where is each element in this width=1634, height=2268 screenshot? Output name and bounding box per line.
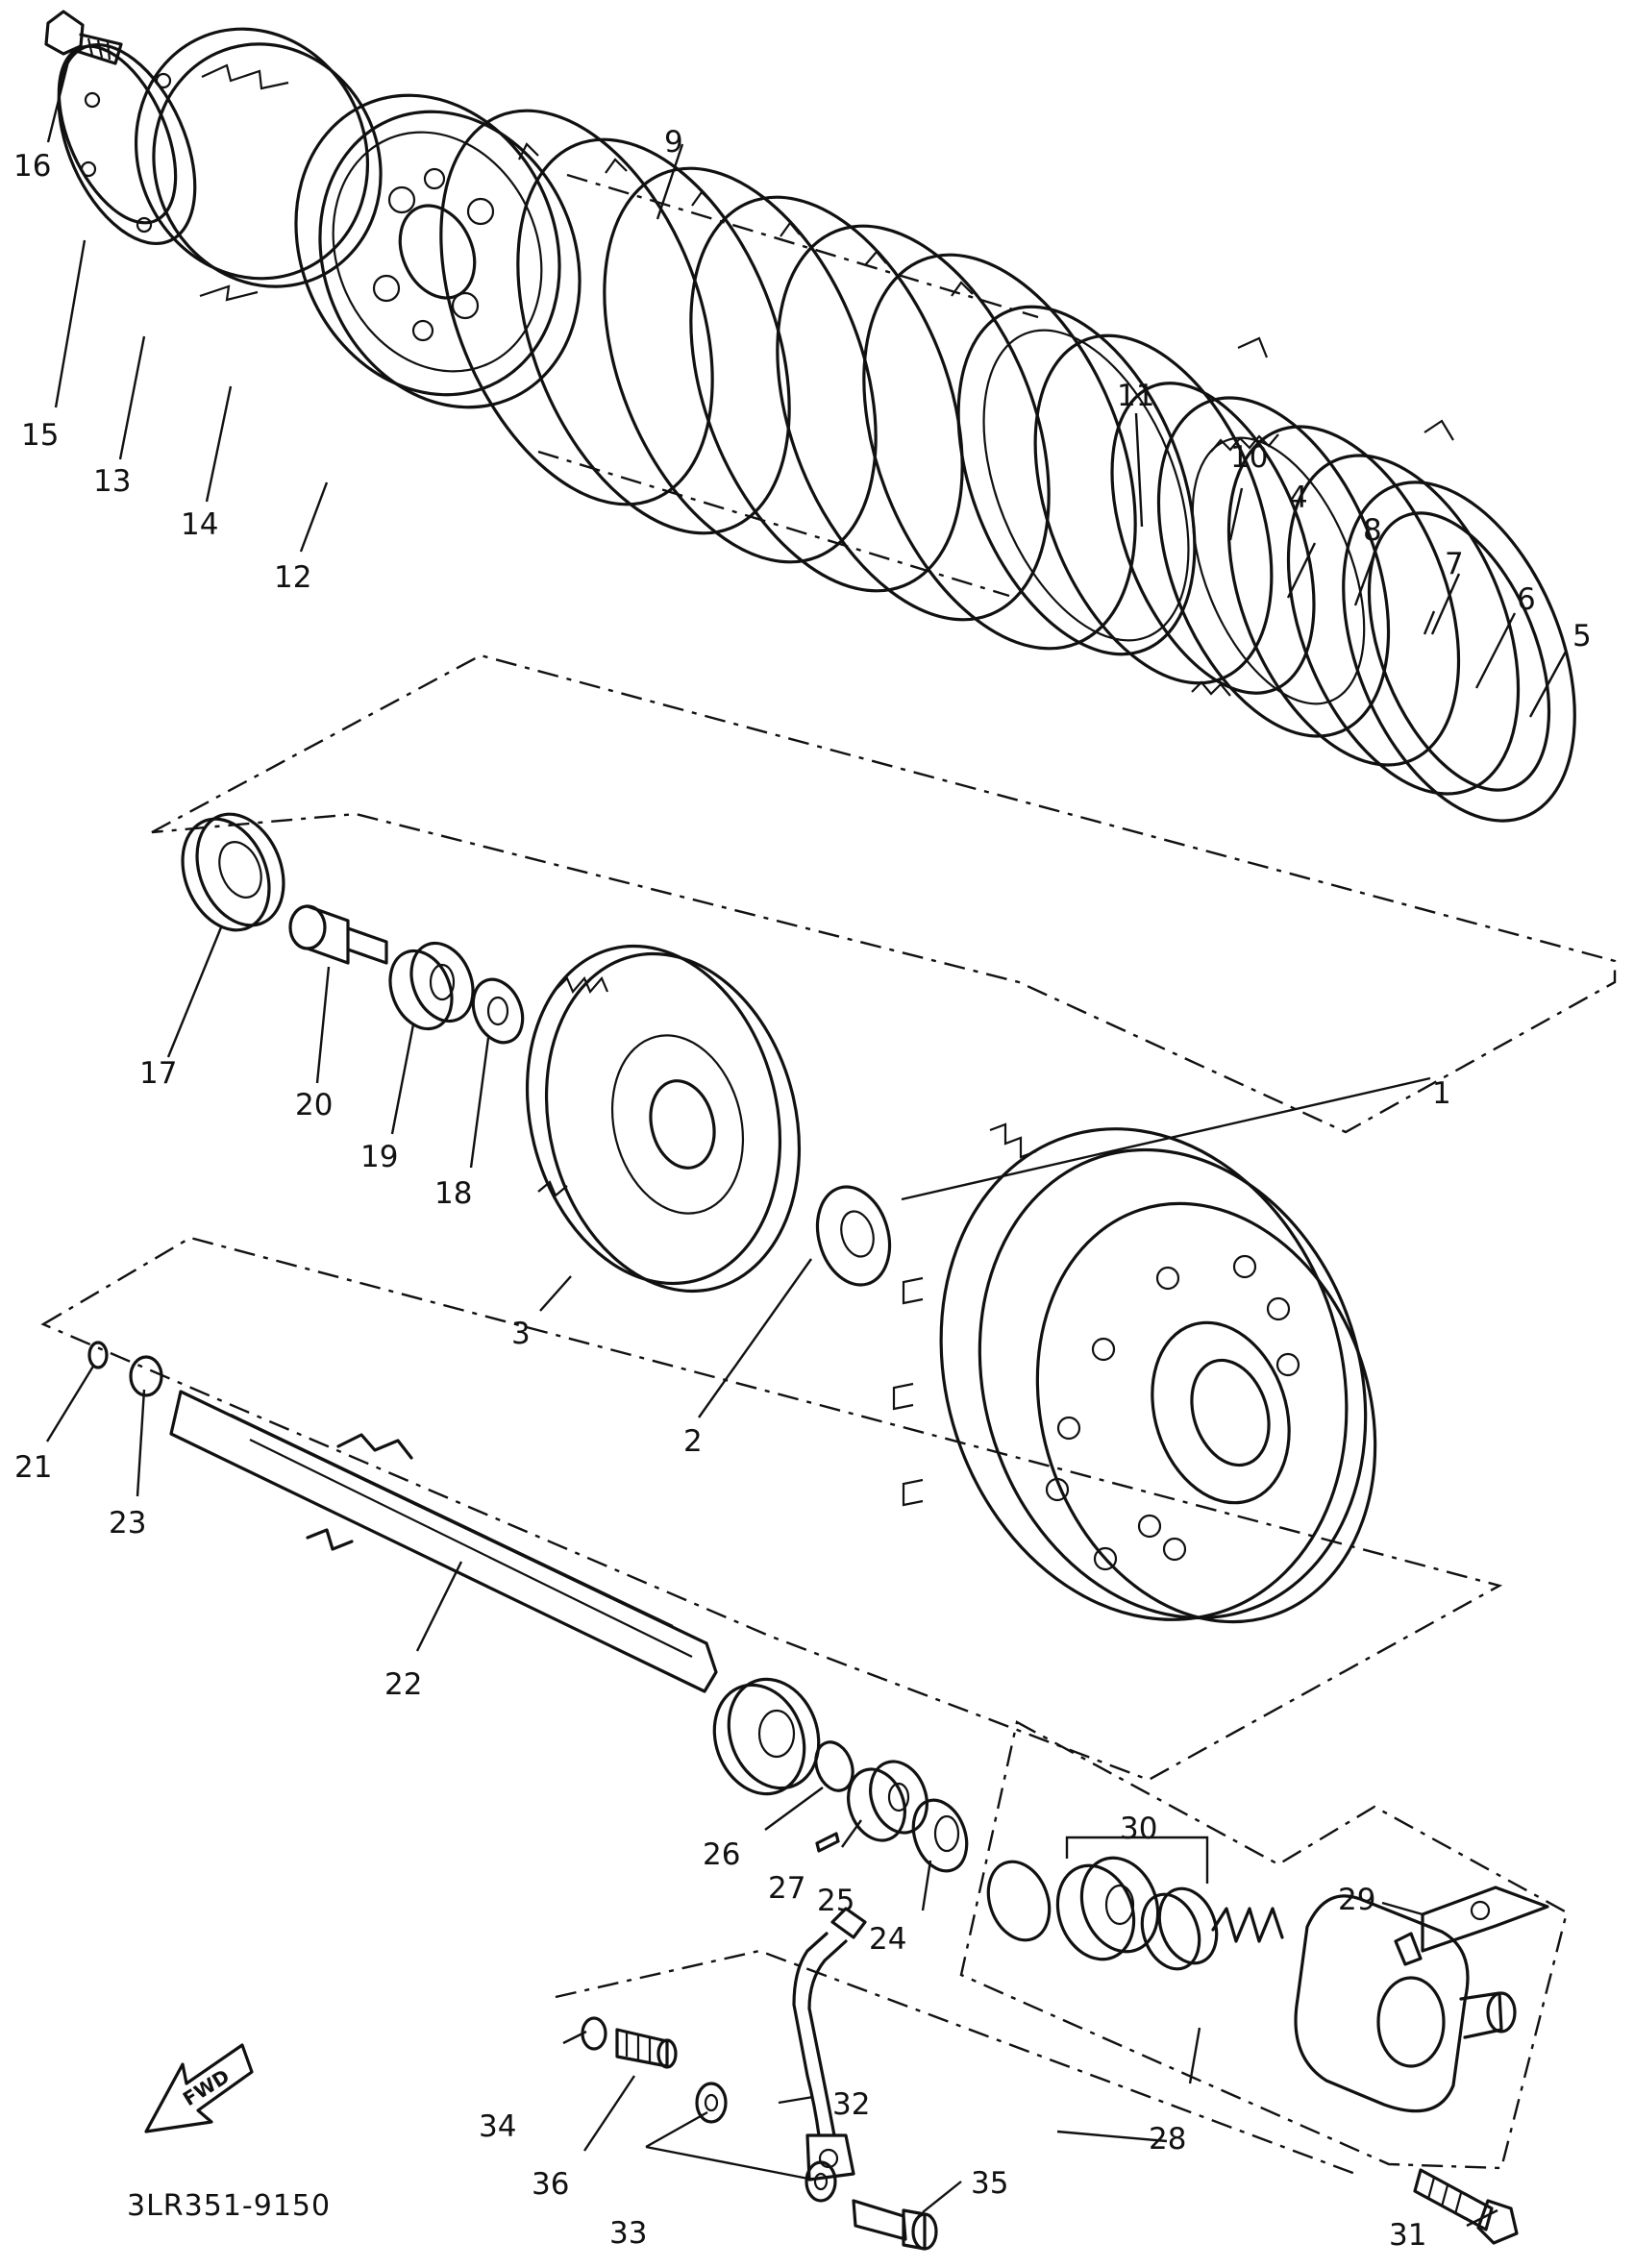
label-part-26: 26 — [703, 1837, 740, 1872]
clutch-housing-1-shape — [892, 1122, 1377, 1624]
label-part-34: 34 — [479, 2109, 516, 2144]
o-ring-34-shape — [581, 2016, 607, 2051]
outline-hose-fitting-group — [555, 1949, 1356, 2176]
washer-33-shape — [695, 2082, 837, 2203]
leader-lines — [45, 57, 1568, 2228]
label-part-20: 20 — [295, 1088, 333, 1122]
plate-stack-9-shape — [439, 109, 1137, 651]
label-part-28: 28 — [1149, 2122, 1186, 2157]
label-part-35: 35 — [971, 2166, 1008, 2201]
nut-19-shape — [388, 941, 475, 1031]
outline-release-cylinder-group — [959, 1720, 1569, 2170]
label-part-27: 27 — [768, 1871, 805, 1906]
release-cylinder-28-shape — [1294, 1894, 1517, 2113]
label-part-25: 25 — [817, 1884, 854, 1918]
diagram-code: 3LR351-9150 — [127, 2189, 331, 2223]
label-part-17: 17 — [139, 1056, 177, 1091]
label-part-19: 19 — [360, 1140, 398, 1174]
ring-4-shape — [1110, 382, 1316, 695]
label-part-2: 2 — [683, 1424, 703, 1459]
gear-3-shape — [525, 944, 802, 1294]
outline-clutch-plates-group — [151, 653, 1617, 1134]
label-part-36: 36 — [532, 2167, 569, 2202]
pressure-plate-13-15-shape — [57, 42, 197, 246]
seal-24-shape — [911, 1798, 969, 1873]
plate-6-shape — [1286, 454, 1521, 796]
label-part-5: 5 — [1572, 619, 1592, 653]
piston-25-shape — [847, 1760, 928, 1842]
label-part-22: 22 — [384, 1667, 422, 1702]
bearing-17-shape — [181, 812, 285, 932]
label-part-23: 23 — [109, 1506, 146, 1541]
shaft-22-shape — [169, 1390, 718, 1693]
push-rod-20-shape — [288, 904, 388, 965]
label-part-10: 10 — [1230, 440, 1268, 475]
piston-kit-30-shape — [986, 1836, 1284, 1971]
label-part-13: 13 — [93, 464, 131, 499]
plate-11-shape — [956, 305, 1197, 656]
o-ring-21-shape — [87, 1341, 109, 1369]
part-labels: 1 2 3 4 5 6 7 8 9 10 11 12 13 14 15 16 1… — [13, 125, 1592, 2253]
bolt-16-shape — [44, 10, 123, 65]
label-part-3: 3 — [511, 1317, 531, 1351]
outline-primary-drive-group — [40, 1236, 1503, 1782]
label-part-14: 14 — [181, 507, 218, 542]
label-part-31: 31 — [1389, 2218, 1426, 2253]
plate-10-shape — [1033, 333, 1274, 685]
label-part-29: 29 — [1338, 1883, 1375, 1917]
label-part-1: 1 — [1432, 1076, 1451, 1111]
label-part-33: 33 — [609, 2216, 647, 2251]
plate-7-shape — [1226, 419, 1461, 767]
lock-washer-18-shape — [471, 977, 525, 1045]
union-bolt-35-shape — [852, 2199, 938, 2251]
label-part-16: 16 — [13, 149, 51, 184]
label-part-4: 4 — [1289, 481, 1308, 515]
label-part-6: 6 — [1517, 582, 1536, 617]
label-part-30: 30 — [1120, 1812, 1157, 1846]
label-part-15: 15 — [21, 418, 59, 453]
plate-5-shape — [1342, 481, 1576, 823]
o-ring-26-shape — [814, 1740, 854, 1792]
bearing-shaft-end-shape — [712, 1677, 821, 1796]
fwd-arrow-icon: FWD — [144, 2043, 254, 2133]
diaphragm-spring-14-shape — [134, 27, 383, 302]
label-part-24: 24 — [869, 1922, 906, 1957]
pin-27-shape — [815, 1832, 840, 1853]
label-part-21: 21 — [14, 1450, 52, 1485]
label-part-9: 9 — [664, 125, 683, 160]
label-part-32: 32 — [832, 2087, 870, 2122]
bleed-screw-36-shape — [615, 2028, 678, 2069]
washer-2-shape — [815, 1185, 892, 1287]
clutch-boss-12-shape — [294, 93, 582, 409]
plate-8-shape — [1156, 396, 1391, 738]
o-ring-23-shape — [129, 1355, 163, 1397]
label-part-18: 18 — [434, 1176, 472, 1211]
label-part-12: 12 — [274, 560, 311, 595]
label-part-8: 8 — [1363, 513, 1382, 548]
label-part-11: 11 — [1117, 379, 1154, 413]
label-part-7: 7 — [1445, 547, 1464, 581]
bracket-29-shape — [1394, 1886, 1549, 1966]
hose-32-shape — [792, 1907, 867, 2182]
bolt-31-shape — [1413, 2168, 1519, 2245]
